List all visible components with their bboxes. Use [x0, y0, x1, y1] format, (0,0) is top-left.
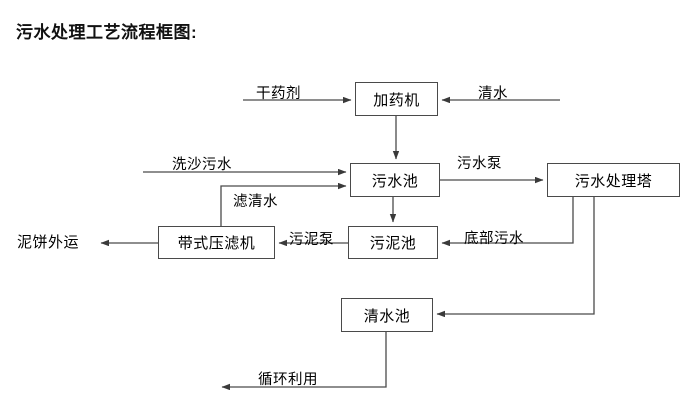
node-sewage-treatment-tower-label: 污水处理塔 — [574, 172, 653, 190]
label-clean-water-in: 清水 — [478, 86, 508, 102]
node-clean-water-pool[interactable]: 清水池 — [341, 298, 433, 332]
label-sludge-pump: 污泥泵 — [289, 232, 334, 248]
edge-clean-water-pool-to-recycle — [221, 332, 387, 391]
page-title: 污水处理工艺流程框图: — [16, 23, 198, 42]
node-sludge-pool-label: 污泥池 — [369, 235, 417, 252]
edge-bottom-sewage-to-sludge-pool — [441, 197, 574, 247]
node-sewage-treatment-tower[interactable]: 污水处理塔 — [547, 163, 680, 197]
node-dosing-machine-label: 加药机 — [373, 91, 420, 109]
label-bottom-sewage: 底部污水 — [464, 231, 524, 247]
edge-treatment-tower-to-clean-water-pool — [436, 197, 595, 318]
edge-filtered-clear-water-to-sewage-pool — [220, 182, 347, 226]
label-filtered-clear-water: 滤清水 — [233, 194, 278, 210]
node-sewage-pool-label: 污水池 — [371, 172, 419, 190]
node-sludge-pool[interactable]: 污泥池 — [348, 226, 438, 259]
node-sewage-pool[interactable]: 污水池 — [350, 163, 440, 197]
node-dosing-machine[interactable]: 加药机 — [355, 82, 438, 116]
label-sewage-pump: 污水泵 — [457, 156, 502, 172]
node-clean-water-pool-label: 清水池 — [363, 307, 411, 325]
node-belt-filter-press[interactable]: 带式压滤机 — [158, 226, 275, 259]
label-sand-washing-sewage: 洗沙污水 — [172, 157, 232, 173]
node-belt-filter-press-label: 带式压滤机 — [177, 235, 256, 252]
label-recycle-use: 循环利用 — [258, 372, 318, 388]
label-dry-reagent: 干药剂 — [256, 86, 301, 102]
label-mud-cake-transport: 泥饼外运 — [17, 234, 80, 251]
